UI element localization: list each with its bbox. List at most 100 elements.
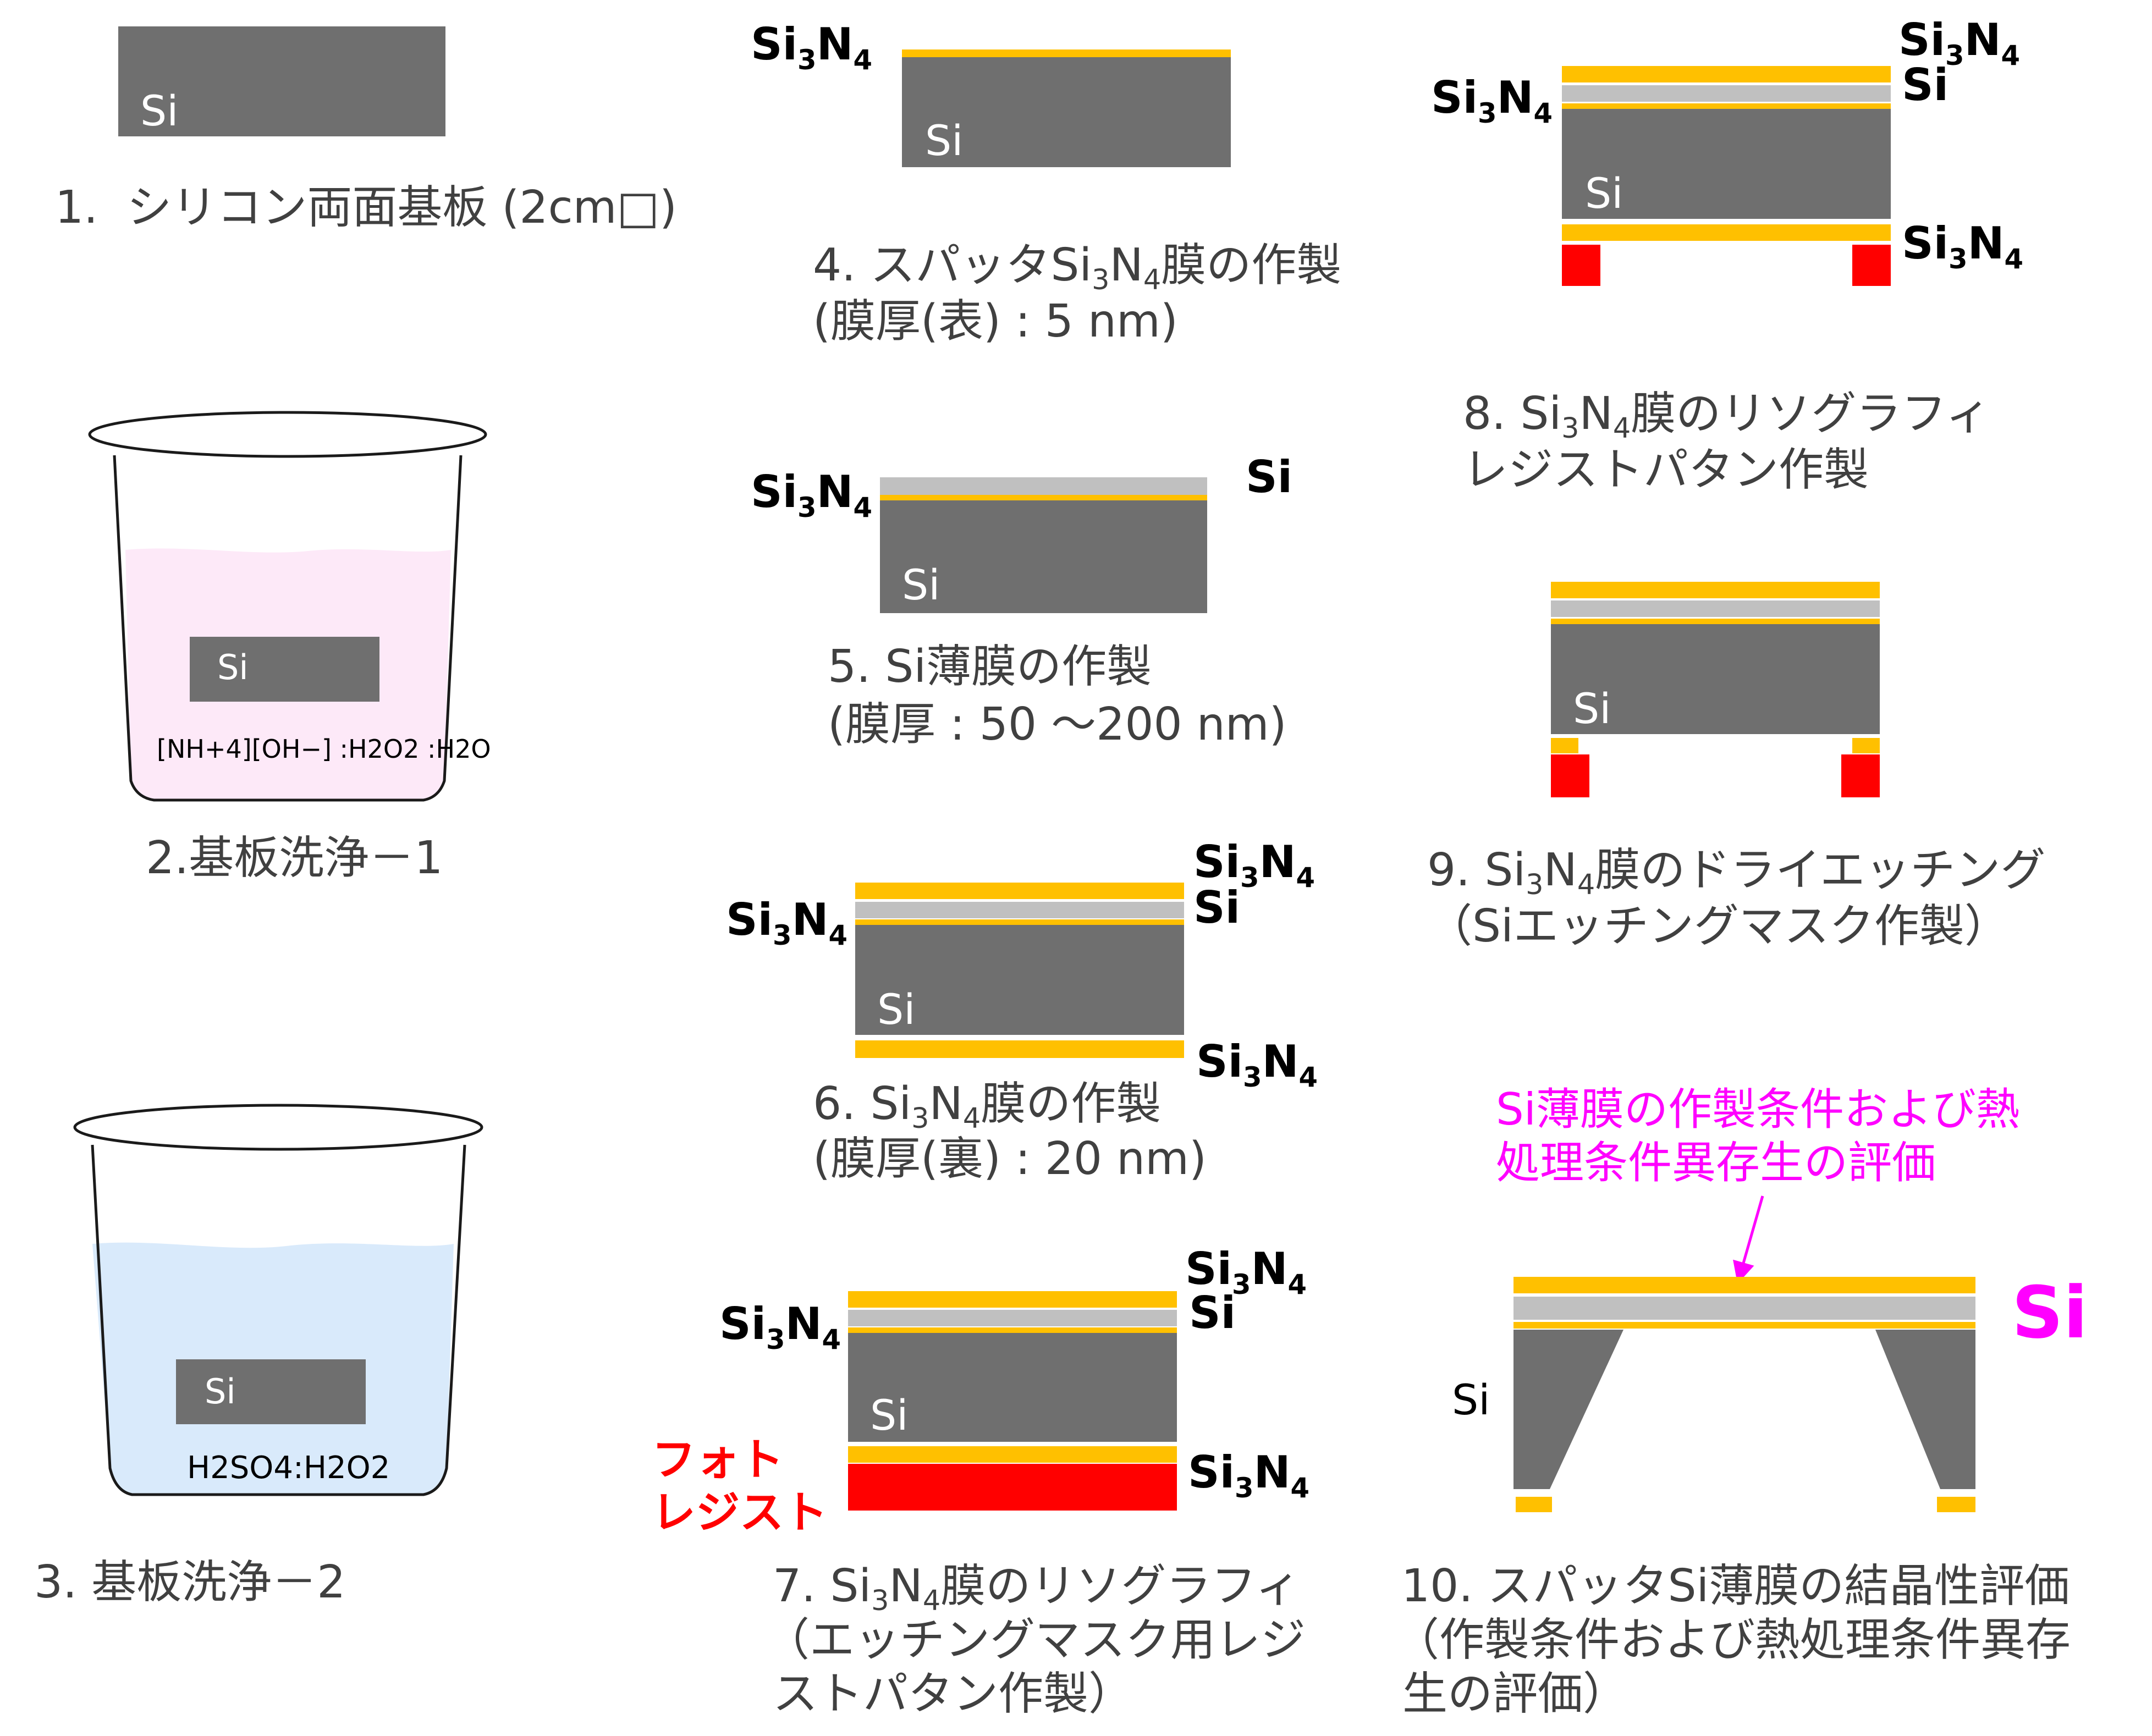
si-film-layer <box>848 1310 1177 1326</box>
step-5-caption-2: (膜厚 : 50 ～200 nm) <box>828 698 1287 751</box>
si3n4-layer-mid <box>1562 103 1891 109</box>
si-label: Si <box>1585 169 1623 218</box>
si-film-label: Si <box>1246 451 1292 503</box>
step-3-caption: 3. 基板洗浄－2 <box>34 1556 345 1608</box>
si3n4-label: Si3N4 <box>751 19 872 76</box>
si-film-layer <box>1562 85 1891 102</box>
si3n4-layer-bottom <box>848 1446 1177 1463</box>
resist-pattern-left <box>1562 245 1600 286</box>
si3n4-label-bottom: Si3N4 <box>1196 1036 1318 1093</box>
step-3: Si H2SO4:H2O2 3. 基板洗浄－2 <box>34 1104 483 1608</box>
resist-pattern-left <box>1551 754 1589 797</box>
si3n4-label-top: Si3N4 <box>1193 836 1315 894</box>
photoresist-label-2: レジスト <box>652 1487 828 1538</box>
si-film-layer <box>1513 1297 1975 1320</box>
si-film-label: Si <box>1902 59 1949 111</box>
si3n4-layer-top <box>1551 582 1880 598</box>
step-5-caption: 5. Si薄膜の作製 <box>828 641 1152 693</box>
si-substrate <box>118 26 445 136</box>
si3n4-layer-mid <box>855 919 1184 925</box>
si3n4-label-left: Si3N4 <box>1431 72 1553 129</box>
si-substrate <box>190 637 379 702</box>
si-label: Si <box>217 647 249 687</box>
si-substrate <box>855 925 1184 1035</box>
si3n4-layer-bottom <box>1562 224 1891 241</box>
step-9: Si 9. Si3N4膜のドライエッチング （Siエッチングマスク作製） <box>1427 582 2045 952</box>
solution-1-formula: [NH+4][OH−] :H2O2 :H2O <box>157 734 491 764</box>
step-8: Si Si3N4 Si Si3N4 Si3N4 8. Si3N4膜のリソグラフィ… <box>1431 14 2023 496</box>
photoresist-layer <box>848 1464 1177 1511</box>
si-substrate <box>176 1359 366 1424</box>
si-substrate <box>902 57 1231 167</box>
step-8-caption: 8. Si3N4膜のリソグラフィ <box>1463 388 1991 444</box>
si-substrate <box>880 500 1207 613</box>
photoresist-label-1: フォト <box>652 1434 784 1485</box>
step-9-caption: 9. Si3N4膜のドライエッチング <box>1427 844 2045 901</box>
si3n4-label-bottom: Si3N4 <box>1188 1447 1309 1504</box>
si-substrate <box>1562 109 1891 219</box>
si-substrate <box>1551 624 1880 734</box>
step-8-caption-2: レジストパタン作製 <box>1463 444 1869 496</box>
si3n4-layer-top <box>855 883 1184 899</box>
step-4-caption-2: (膜厚(表) : 5 nm) <box>813 295 1178 348</box>
evaluation-note-line2: 処理条件異存生の評価 <box>1496 1137 1936 1188</box>
si-film-layer <box>855 902 1184 918</box>
step-1-caption: 1. シリコン両面基板 (2cm□) <box>55 181 677 234</box>
si3n4-mask-right <box>1937 1497 1975 1512</box>
evaluation-note-line1: Si薄膜の作製条件および熱 <box>1496 1084 2020 1135</box>
step-10-caption-3: 生の評価） <box>1402 1668 1628 1720</box>
si3n4-label-left: Si3N4 <box>726 894 847 951</box>
si3n4-layer-top <box>880 495 1207 500</box>
si-film-layer <box>880 477 1207 495</box>
si-frame-right <box>1875 1330 1975 1489</box>
step-1: Si 1. シリコン両面基板 (2cm□) <box>55 26 677 234</box>
si3n4-layer-top <box>902 49 1231 57</box>
step-10: Si薄膜の作製条件および熱 処理条件異存生の評価 Si Si 10. スパッタS… <box>1394 1084 2088 1720</box>
si-film-label: Si <box>1189 1287 1236 1338</box>
si-film-highlight: Si <box>2012 1271 2088 1354</box>
beaker-1 <box>113 455 463 802</box>
si-label: Si <box>1452 1375 1490 1424</box>
si3n4-layer-mid <box>1513 1322 1975 1329</box>
si3n4-label-top: Si3N4 <box>1898 14 2020 71</box>
si-label: Si <box>870 1391 908 1440</box>
step-2: Si [NH+4][OH−] :H2O2 :H2O 2.基板洗浄－1 <box>88 411 491 884</box>
si3n4-mask-left <box>1551 738 1578 753</box>
si3n4-layer-top <box>848 1291 1177 1308</box>
resist-pattern-right <box>1841 754 1880 797</box>
si-substrate <box>848 1333 1177 1442</box>
si-film-label: Si <box>1193 882 1240 933</box>
evaluation-arrow <box>1733 1195 1764 1284</box>
step-4: Si Si3N4 4. スパッタSi3N4膜の作製 (膜厚(表) : 5 nm) <box>751 19 1341 348</box>
si-film-layer <box>1551 600 1880 617</box>
beaker-1-rim <box>88 411 487 458</box>
step-10-caption: 10. スパッタSi薄膜の結晶性評価 <box>1401 1560 2070 1612</box>
step-7: Si Si3N4 Si Si3N4 Si3N4 フォト レジスト 7. Si3N… <box>652 1243 1309 1720</box>
si3n4-mask-left <box>1516 1497 1552 1512</box>
si-label: Si <box>205 1371 236 1412</box>
si3n4-layer-mid <box>1551 619 1880 624</box>
si-label: Si <box>925 116 963 165</box>
si-label: Si <box>1573 684 1611 733</box>
si3n4-layer-bottom <box>855 1040 1184 1058</box>
si3n4-layer-top <box>1513 1277 1975 1293</box>
step-6-caption: 6. Si3N4膜の作製 <box>813 1078 1161 1134</box>
step-7-caption: 7. Si3N4膜のリソグラフィ <box>773 1560 1301 1617</box>
step-2-caption: 2.基板洗浄－1 <box>146 832 443 884</box>
si-label: Si <box>902 560 940 609</box>
step-10-caption-2: （作製条件および熱処理条件異存 <box>1394 1614 2071 1666</box>
step-7-caption-2: （エッチングマスク用レジ <box>764 1614 1306 1666</box>
si-label: Si <box>877 985 915 1034</box>
step-9-caption-2: （Siエッチングマスク作製） <box>1427 900 2010 952</box>
step-4-caption: 4. スパッタSi3N4膜の作製 <box>813 239 1341 296</box>
si3n4-mask-right <box>1852 738 1880 753</box>
beaker-2 <box>91 1144 466 1496</box>
si3n4-label-left: Si3N4 <box>719 1298 841 1355</box>
step-6: Si Si3N4 Si Si3N4 Si3N4 6. Si3N4膜の作製 (膜厚… <box>726 836 1318 1185</box>
si3n4-layer-top <box>1562 66 1891 82</box>
si-frame-left <box>1513 1330 1623 1489</box>
step-7-caption-3: ストパタン作製） <box>773 1668 1133 1720</box>
si3n4-label-bottom: Si3N4 <box>1902 218 2023 275</box>
solution-2-formula: H2SO4:H2O2 <box>187 1450 390 1486</box>
